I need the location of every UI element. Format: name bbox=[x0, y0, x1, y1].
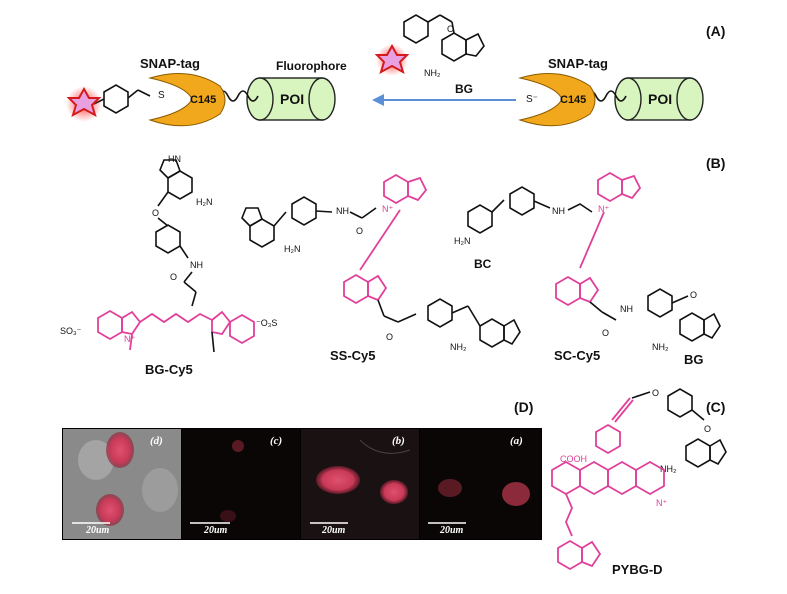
bc-structure: H₂N NH BC bbox=[454, 186, 565, 271]
panel-label-a: (A) bbox=[706, 23, 725, 39]
svg-text:NH: NH bbox=[620, 304, 633, 314]
microscopy-image-c: (c) 20um bbox=[182, 429, 300, 539]
poi-label-right: POI bbox=[648, 91, 672, 107]
svg-text:N⁺: N⁺ bbox=[598, 204, 609, 214]
pybg-d-structure: O O NH₂ COOH N⁺ PYBG-D bbox=[551, 388, 727, 577]
snap-tag-label-left: SNAP-tag bbox=[140, 56, 200, 71]
svg-text:(d): (d) bbox=[150, 435, 163, 447]
so3-right: ⁻O₃S bbox=[256, 318, 277, 328]
panel-label-d: (D) bbox=[514, 399, 533, 415]
linker-wave-left bbox=[217, 90, 259, 102]
bg-label-b: BG bbox=[684, 352, 704, 367]
panel-label-b: (B) bbox=[706, 155, 725, 171]
svg-text:20um: 20um bbox=[439, 525, 464, 536]
svg-text:NH: NH bbox=[190, 260, 203, 270]
svg-text:O: O bbox=[170, 272, 177, 282]
svg-text:O: O bbox=[152, 208, 159, 218]
svg-text:O: O bbox=[652, 388, 659, 398]
poi-cylinder-left: POI bbox=[246, 77, 336, 121]
svg-text:O: O bbox=[704, 424, 711, 434]
svg-text:HN: HN bbox=[168, 154, 181, 164]
bg-structure-top: O NH₂ BG bbox=[403, 14, 485, 96]
ss-cy5-label: SS-Cy5 bbox=[330, 348, 376, 363]
microscopy-image-b: (b) 20um bbox=[301, 429, 419, 539]
panel-label-c: (C) bbox=[706, 399, 725, 415]
so3-left: SO₃⁻ bbox=[60, 326, 82, 336]
svg-text:O: O bbox=[602, 328, 609, 338]
svg-text:N⁺: N⁺ bbox=[382, 204, 393, 214]
svg-text:O: O bbox=[386, 332, 393, 342]
svg-text:H₂N: H₂N bbox=[454, 236, 471, 246]
cooh-label: COOH bbox=[560, 454, 587, 464]
bg-cy5-structure: HN H₂N O NH O N⁺ SO₃⁻ ⁻O₃S BG-Cy5 bbox=[60, 154, 277, 377]
svg-text:NH: NH bbox=[336, 206, 349, 216]
svg-text:N⁺: N⁺ bbox=[656, 498, 667, 508]
svg-text:(c): (c) bbox=[270, 435, 282, 447]
svg-text:H₂N: H₂N bbox=[284, 244, 301, 254]
svg-text:O: O bbox=[447, 24, 454, 34]
svg-text:20um: 20um bbox=[85, 525, 110, 536]
bg-cy5-label: BG-Cy5 bbox=[145, 362, 193, 377]
svg-text:(b): (b) bbox=[392, 435, 405, 447]
svg-text:O: O bbox=[690, 290, 697, 300]
bg-nh2-top: NH₂ bbox=[424, 68, 441, 78]
sc-cy5-label: SC-Cy5 bbox=[554, 348, 600, 363]
sc-cy5-structure: N⁺ O NH O NH₂ SC-Cy5 BG bbox=[554, 171, 721, 367]
bc-label: BC bbox=[474, 257, 492, 271]
poi-cylinder-right: POI bbox=[614, 77, 704, 121]
svg-text:NH₂: NH₂ bbox=[450, 342, 467, 352]
svg-text:NH: NH bbox=[552, 206, 565, 216]
svg-text:NH₂: NH₂ bbox=[652, 342, 669, 352]
labeled-fluorophore-left bbox=[66, 84, 151, 122]
snap-tag-shape-left bbox=[148, 73, 226, 127]
pybg-d-label: PYBG-D bbox=[612, 562, 663, 577]
microscopy-image-d: (d) 20um bbox=[63, 429, 181, 539]
svg-text:N⁺: N⁺ bbox=[124, 334, 135, 344]
svg-text:20um: 20um bbox=[321, 525, 346, 536]
snap-tag-shape-right bbox=[518, 73, 596, 127]
reaction-arrow bbox=[372, 94, 516, 106]
s-right: S⁻ bbox=[526, 94, 538, 105]
fluorophore-label: Fluorophore bbox=[276, 59, 347, 73]
poi-label-left: POI bbox=[280, 91, 304, 107]
snap-tag-label-right: SNAP-tag bbox=[548, 56, 608, 71]
c145-left: C145 bbox=[190, 94, 216, 106]
ss-cy5-structure: H₂N NH O N⁺ O NH₂ SS-Cy5 bbox=[241, 173, 521, 363]
svg-text:(a): (a) bbox=[510, 435, 523, 447]
microscopy-image-a: (a) 20um bbox=[420, 429, 541, 539]
svg-text:NH₂: NH₂ bbox=[660, 464, 677, 474]
bg-label-top: BG bbox=[455, 82, 473, 96]
svg-text:20um: 20um bbox=[203, 525, 228, 536]
c145-right: C145 bbox=[560, 94, 586, 106]
s-left: S bbox=[158, 90, 165, 101]
svg-text:H₂N: H₂N bbox=[196, 197, 213, 207]
svg-text:O: O bbox=[356, 226, 363, 236]
fluorophore-star-top bbox=[374, 43, 410, 76]
